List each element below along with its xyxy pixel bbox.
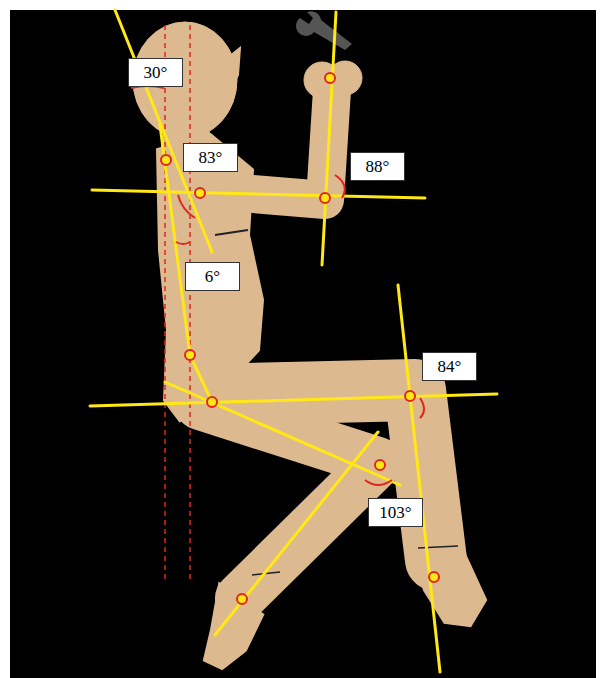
reference-lines [165, 25, 190, 580]
joint-markers [161, 73, 439, 604]
angle-value: 30° [144, 63, 168, 83]
angle-box: 83° [183, 143, 238, 172]
wrench [296, 11, 352, 50]
angle-value: 88° [366, 157, 390, 177]
angle-value: 103° [379, 503, 411, 523]
human-figure [133, 22, 485, 668]
angle-box: 84° [422, 352, 477, 381]
angle-box: 103° [368, 498, 423, 527]
angle-box: 30° [128, 58, 183, 87]
segment-lines [90, 10, 497, 672]
arm-crease [215, 230, 248, 235]
angle-box: 6° [185, 262, 240, 291]
ankle-crease [418, 546, 458, 548]
black-ground [10, 10, 596, 678]
angle-value: 83° [199, 148, 223, 168]
angle-arcs [131, 86, 424, 485]
angle-box: 88° [350, 152, 405, 181]
angle-value: 84° [438, 357, 462, 377]
angle-value: 6° [205, 267, 220, 287]
